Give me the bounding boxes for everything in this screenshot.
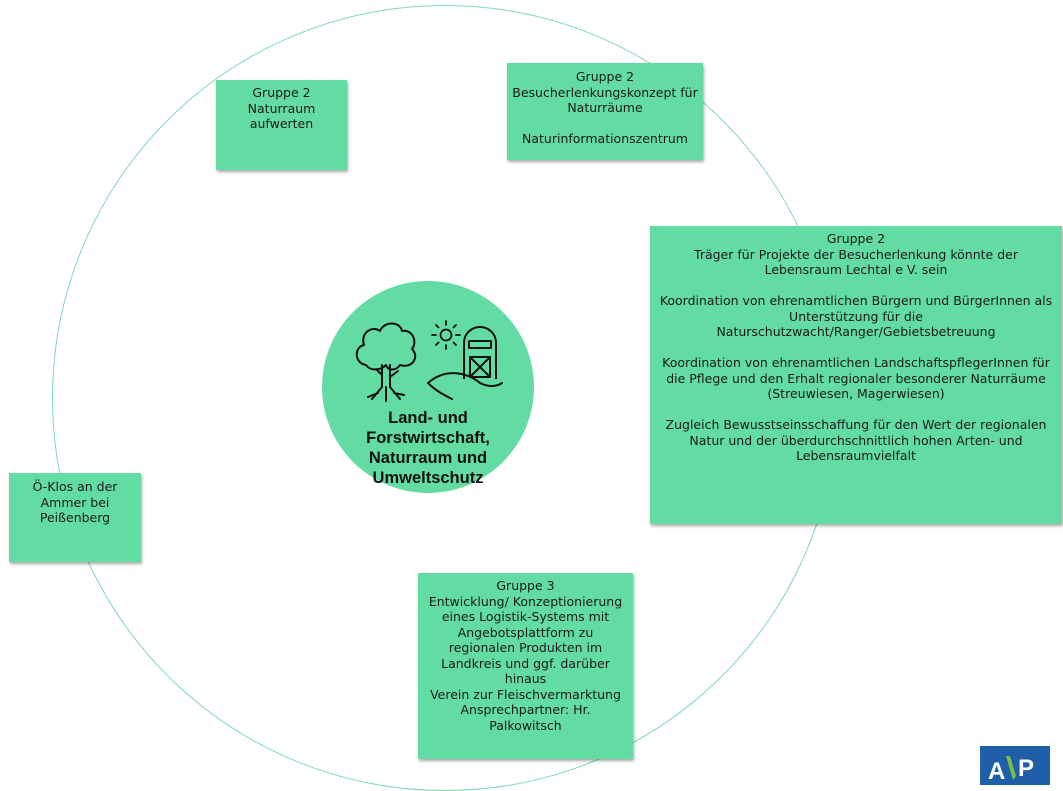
note-line: aufwerten	[249, 116, 314, 131]
note-line: Besucherlenkungskonzept für	[512, 84, 698, 100]
note-line: Naturinformationszentrum	[522, 131, 688, 146]
note-line: Gruppe 3	[496, 578, 555, 593]
note-line	[654, 402, 1058, 418]
note-line: Angebotsplattform zu	[457, 624, 594, 640]
note-line: regionalen Produkten im	[448, 640, 603, 655]
note-naturraum-aufwerten[interactable]: Gruppe 2 Naturraum aufwerten	[216, 80, 347, 170]
center-title-line: Forstwirtschaft,	[366, 429, 490, 447]
center-title-line: Land- und	[388, 409, 468, 427]
note-line: Ö-Klos an der	[32, 479, 118, 494]
note-line: Unterstützung für die	[789, 308, 923, 324]
note-line: Koordination von ehrenamtlichen Landscha…	[662, 355, 1050, 370]
note-line	[654, 340, 1058, 356]
note-line	[511, 116, 699, 132]
note-line: Gruppe 2	[575, 69, 635, 84]
note-besucherlenkung[interactable]: Gruppe 2 Besucherlenkungskonzept für Nat…	[507, 63, 703, 160]
note-line: Ansprechpartner: Hr.	[460, 702, 591, 717]
sun-icon	[431, 320, 461, 350]
note-line: eines Logistik-Systems mit	[441, 609, 610, 624]
note-line: Koordination von ehrenamtlichen Bürgern …	[659, 293, 1053, 308]
alp-logo: A P	[980, 746, 1050, 785]
note-line: Träger für Projekte der Besucherlenkung …	[694, 246, 1018, 262]
note-line: (Streuwiesen, Magerwiesen)	[767, 386, 945, 401]
topic-icons	[355, 320, 503, 402]
note-line: Naturraum	[247, 100, 316, 116]
note-line: Palkowitsch	[489, 717, 562, 733]
note-line: die Pflege und den Erhalt regionaler bes…	[666, 370, 1046, 386]
svg-text:P: P	[1018, 755, 1034, 782]
note-line: Lebensraumvielfalt	[796, 448, 916, 463]
note-line: Naturschutzwacht/Ranger/Gebietsbetreuung	[716, 324, 996, 339]
note-line: Natur und der überdurchschnittlich hohen…	[689, 432, 1023, 448]
note-logistik-system[interactable]: Gruppe 3 Entwicklung/ Konzeptionierung e…	[418, 573, 633, 759]
note-line: Landkreis und ggf. darüber	[441, 655, 610, 671]
tree-icon	[355, 322, 417, 402]
note-line: Zugleich Bewusstseinsschaffung für den W…	[665, 417, 1047, 432]
note-traeger-projekte[interactable]: Gruppe 2 Träger für Projekte der Besuche…	[650, 226, 1062, 524]
note-line	[654, 278, 1058, 294]
note-line: Verein zur Fleischvermarktung	[430, 686, 621, 702]
note-line: Gruppe 2	[826, 231, 886, 246]
hill-icon	[427, 372, 503, 400]
note-line: Ammer bei	[40, 494, 110, 510]
note-line: Entwicklung/ Konzeptionierung	[428, 593, 623, 609]
center-topic-title: Land- und Forstwirtschaft, Naturraum und…	[322, 408, 534, 488]
barn-icon	[463, 326, 497, 379]
center-topic-circle[interactable]: Land- und Forstwirtschaft, Naturraum und…	[322, 281, 534, 493]
note-line: Gruppe 2	[252, 85, 311, 100]
center-title-line: Naturraum und	[368, 449, 488, 467]
svg-text:A: A	[988, 758, 1005, 785]
note-line: Lebensraum Lechtal e V. sein	[764, 262, 948, 277]
note-line: Naturräume	[567, 100, 643, 115]
note-oe-klos[interactable]: Ö-Klos an der Ammer bei Peißenberg	[9, 473, 141, 562]
note-line: Peißenberg	[39, 510, 111, 525]
note-line: hinaus	[504, 671, 547, 686]
center-title-line: Umweltschutz	[372, 469, 484, 487]
